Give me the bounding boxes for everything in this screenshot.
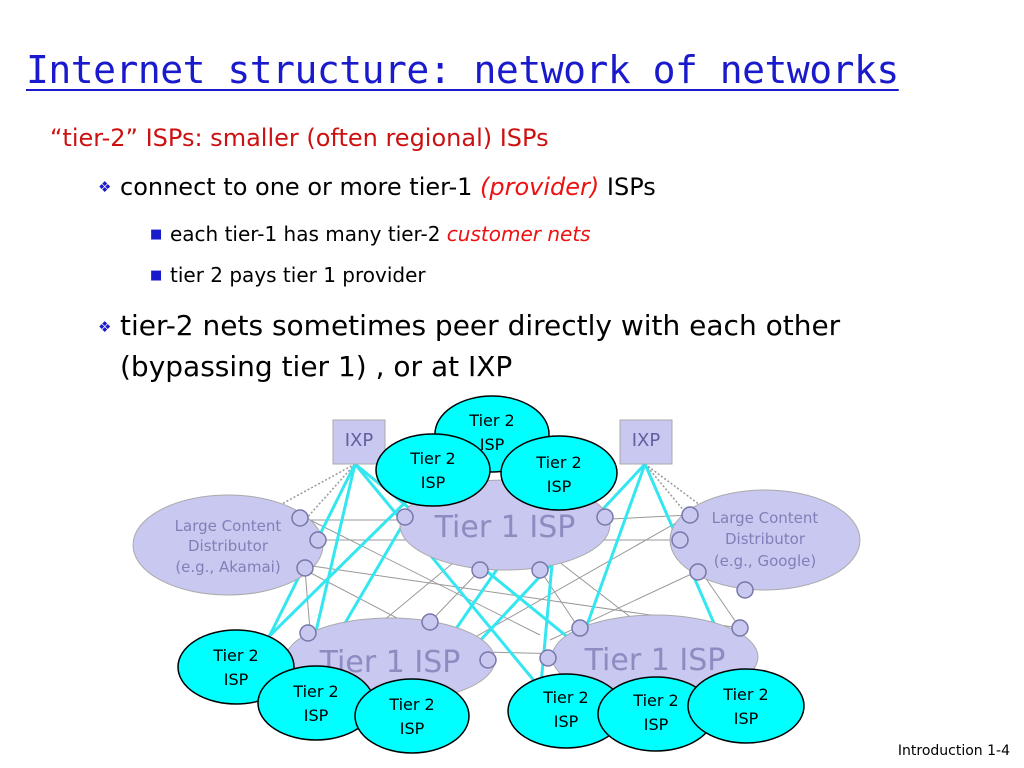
svg-text:Tier 2: Tier 2	[632, 691, 678, 710]
diamond-bullet-icon: ❖	[98, 178, 112, 196]
ixp-left: IXP	[332, 419, 386, 465]
tier1-label: Tier 1 ISP	[584, 643, 726, 678]
ixp-right: IXP	[619, 419, 673, 465]
diamond-bullet-icon: ❖	[98, 318, 112, 336]
svg-text:Large Content: Large Content	[175, 517, 282, 535]
svg-text:ISP: ISP	[224, 670, 249, 689]
svg-text:IXP: IXP	[632, 430, 661, 451]
svg-text:Large Content: Large Content	[712, 509, 819, 527]
tier2-isp: Tier 2 ISP	[507, 673, 625, 749]
svg-text:Tier 2: Tier 2	[388, 695, 434, 714]
svg-text:Tier 2: Tier 2	[722, 685, 768, 704]
svg-text:Tier 2: Tier 2	[212, 646, 258, 665]
svg-text:Tier 2: Tier 2	[542, 688, 588, 707]
router-nodes	[291, 506, 754, 669]
svg-text:(e.g., Akamai): (e.g., Akamai)	[175, 558, 280, 576]
bullet-peering: ❖tier-2 nets sometimes peer directly wit…	[98, 309, 841, 383]
svg-text:ISP: ISP	[421, 473, 446, 492]
svg-text:ISP: ISP	[547, 477, 572, 496]
svg-text:(e.g., Google): (e.g., Google)	[714, 552, 816, 570]
svg-text:ISP: ISP	[734, 709, 759, 728]
svg-text:ISP: ISP	[554, 712, 579, 731]
tier2-isp: Tier 2 ISP	[597, 676, 715, 752]
bullet-tier2-heading: “tier-2” ISPs: smaller (often regional) …	[50, 124, 549, 152]
square-bullet-icon: ■	[150, 268, 163, 283]
tier2-isp: Tier 2 ISP	[687, 668, 805, 744]
bullet-connect-tier1: ❖connect to one or more tier-1 (provider…	[98, 173, 656, 201]
tier2-isp: Tier 2 ISP	[500, 435, 618, 511]
svg-text:ISP: ISP	[644, 715, 669, 734]
bullet-tier2-pays: ■tier 2 pays tier 1 provider	[150, 263, 426, 287]
svg-text:Distributor: Distributor	[188, 537, 269, 555]
svg-text:ISP: ISP	[480, 435, 505, 454]
tier1-isp-right: Tier 1 ISP	[551, 614, 759, 700]
square-bullet-icon: ■	[150, 227, 163, 242]
tier2-isp: Tier 2 ISP	[375, 433, 491, 507]
svg-text:ISP: ISP	[304, 706, 329, 725]
svg-text:Tier 2: Tier 2	[535, 453, 581, 472]
svg-text:Tier 2: Tier 2	[292, 682, 338, 701]
svg-text:Distributor: Distributor	[725, 530, 806, 548]
tier2-isp: Tier 2 ISP	[257, 665, 375, 741]
content-distributor-akamai: Large Content Distributor (e.g., Akamai)	[132, 494, 324, 596]
bullet-customer-nets: ■each tier-1 has many tier-2 customer ne…	[150, 222, 591, 246]
page-title: Internet structure: network of networks	[26, 48, 899, 92]
content-distributor-google: Large Content Distributor (e.g., Google)	[669, 489, 861, 591]
svg-text:Tier 2: Tier 2	[468, 411, 514, 430]
tier1-label: Tier 1 ISP	[434, 510, 576, 545]
slide-footer: Introduction 1-4	[897, 743, 1010, 759]
tier2-isp: Tier 2 ISP	[354, 678, 470, 754]
svg-text:ISP: ISP	[400, 719, 425, 738]
svg-text:Tier 2: Tier 2	[409, 449, 455, 468]
svg-text:IXP: IXP	[345, 430, 374, 451]
